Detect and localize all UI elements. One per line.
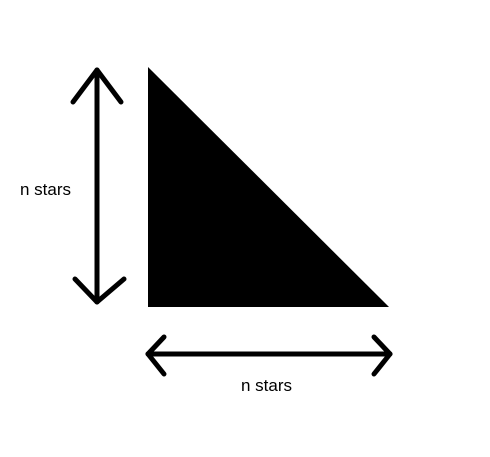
horizontal-arrow-right-head (371, 334, 393, 377)
horizontal-arrow-left-head (145, 334, 167, 377)
vertical-double-arrow (70, 67, 127, 305)
vertical-arrow-bottom-head (72, 276, 127, 305)
right-triangle (148, 67, 389, 307)
horizontal-double-arrow (145, 334, 393, 377)
bottom-dimension-label: n stars (241, 376, 292, 395)
vertical-arrow-top-head (70, 67, 124, 105)
left-dimension-label: n stars (20, 180, 71, 199)
